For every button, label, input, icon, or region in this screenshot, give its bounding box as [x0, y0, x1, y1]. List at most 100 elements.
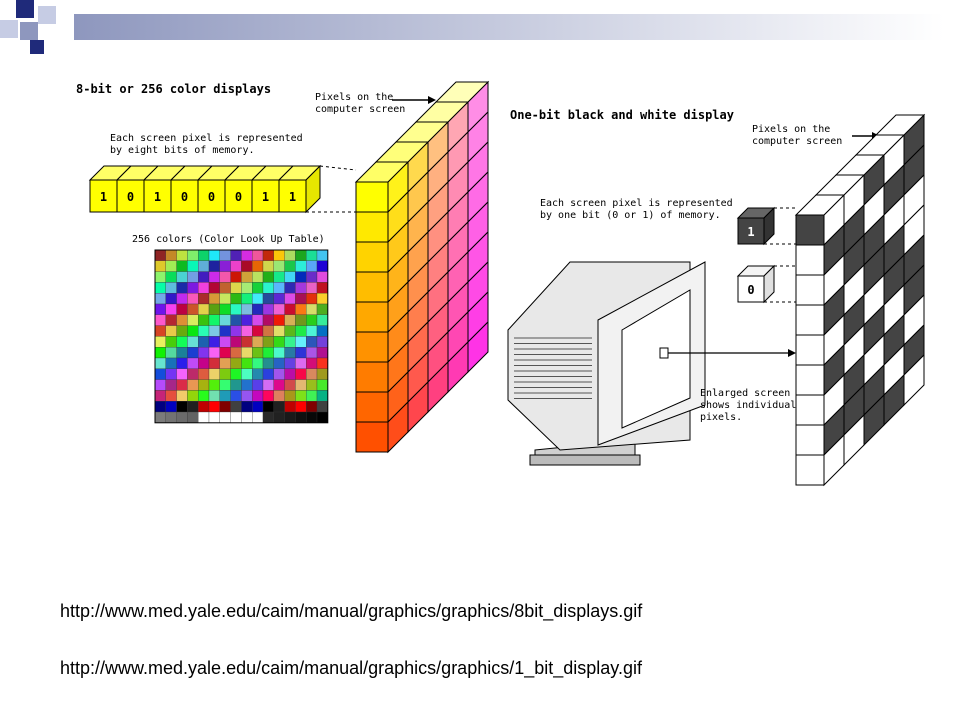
lut-cell — [198, 260, 210, 272]
lut-cell — [306, 314, 318, 326]
lut-cell — [273, 282, 285, 294]
lut-cell — [295, 303, 307, 315]
lut-cell — [230, 293, 242, 305]
lut-cell — [241, 271, 253, 283]
lut-cell — [252, 303, 264, 315]
lut-cell — [306, 336, 318, 348]
lut-cell — [230, 411, 242, 423]
lut-cell — [165, 303, 177, 315]
lut-cell — [165, 260, 177, 272]
bit-box — [278, 179, 307, 213]
lut-cell — [176, 249, 188, 261]
lut-cell — [262, 368, 274, 380]
lut-cell — [219, 401, 231, 413]
lut-cell — [306, 379, 318, 391]
lut-cell — [187, 347, 199, 359]
lut-cell — [165, 390, 177, 402]
lut-cell — [295, 336, 307, 348]
lut-cell — [262, 379, 274, 391]
lut-cell — [316, 401, 328, 413]
lut-cell — [316, 260, 328, 272]
lut-cell — [284, 401, 296, 413]
bit-cube-one — [737, 217, 765, 245]
lut-cell — [187, 379, 199, 391]
lut-cell — [273, 336, 285, 348]
lut-cell — [316, 368, 328, 380]
lut-cell — [154, 325, 166, 337]
lut-cell — [198, 401, 210, 413]
lut-cell — [262, 282, 274, 294]
lut-cell — [198, 249, 210, 261]
bw-top-pixel — [874, 114, 926, 136]
lut-cell — [284, 293, 296, 305]
lut-cell — [208, 271, 220, 283]
lut-cell — [230, 357, 242, 369]
lut-cell — [187, 368, 199, 380]
lut-cell — [154, 368, 166, 380]
bit-digit: 1 — [262, 190, 269, 204]
lut-cell — [198, 325, 210, 337]
lut-cell — [198, 411, 210, 423]
lut-cell — [219, 271, 231, 283]
lut-cell — [165, 401, 177, 413]
screen-front-pixel — [355, 361, 389, 393]
lut-cell — [306, 282, 318, 294]
lut-cell — [273, 357, 285, 369]
lut-cell — [273, 390, 285, 402]
lut-cell — [273, 303, 285, 315]
lut-cell — [295, 368, 307, 380]
lut-cell — [284, 249, 296, 261]
screen-front-pixel — [355, 241, 389, 273]
lut-cell — [154, 411, 166, 423]
lut-cell — [306, 357, 318, 369]
lut-cell — [306, 390, 318, 402]
lut-cell — [165, 379, 177, 391]
lut-cell — [198, 282, 210, 294]
bit-box — [170, 179, 199, 213]
lut-cell — [198, 336, 210, 348]
lut-cell — [252, 282, 264, 294]
lut-cell — [208, 368, 220, 380]
lut-cell — [241, 249, 253, 261]
lut-cell — [154, 357, 166, 369]
lut-cell — [230, 379, 242, 391]
lut-cell — [208, 347, 220, 359]
lut-cell — [273, 368, 285, 380]
lut-cell — [252, 390, 264, 402]
lut-cell — [295, 390, 307, 402]
lut-cell — [154, 336, 166, 348]
lut-cell — [176, 357, 188, 369]
screen-top-pixel — [434, 81, 490, 103]
lut-cell — [154, 249, 166, 261]
lut-cell — [316, 411, 328, 423]
lut-cell — [316, 325, 328, 337]
lut-cell — [252, 271, 264, 283]
lut-cell — [219, 260, 231, 272]
lut-cell — [198, 390, 210, 402]
lut-cell — [154, 379, 166, 391]
lut-cell — [208, 379, 220, 391]
lut-cell — [154, 271, 166, 283]
lut-cell — [306, 293, 318, 305]
bit-digit: 0 — [181, 190, 188, 204]
lut-cell — [273, 260, 285, 272]
lut-cell — [219, 347, 231, 359]
lut-cell — [306, 249, 318, 261]
lut-cell — [219, 325, 231, 337]
lut-cell — [208, 411, 220, 423]
lut-cell — [241, 325, 253, 337]
lut-cell — [262, 271, 274, 283]
lut-cell — [219, 411, 231, 423]
screen-front-pixel — [355, 331, 389, 363]
lut-cell — [306, 325, 318, 337]
lut-cell — [284, 325, 296, 337]
lut-cell — [165, 282, 177, 294]
lut-cell — [198, 347, 210, 359]
lut-cell — [165, 271, 177, 283]
lut-cell — [208, 401, 220, 413]
lut-cell — [230, 401, 242, 413]
lut-cell — [316, 303, 328, 315]
lut-cell — [316, 271, 328, 283]
lut-cell — [176, 336, 188, 348]
